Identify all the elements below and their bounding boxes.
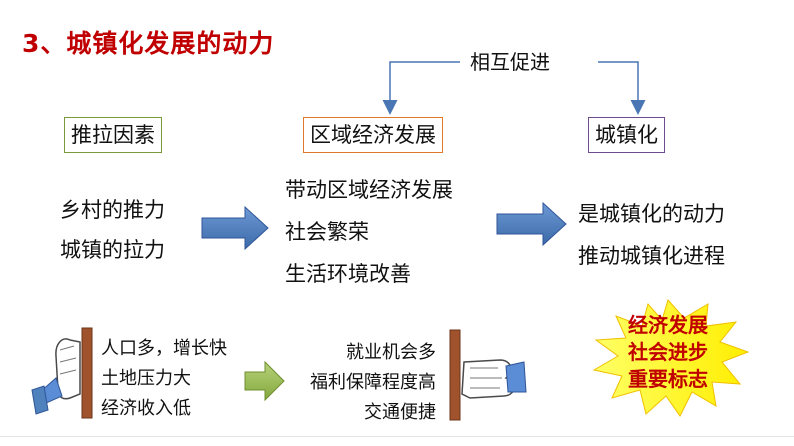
pull-factor-item: 交通便捷 xyxy=(364,402,436,423)
push-factor-item: 经济收入低 xyxy=(101,398,191,419)
push-factor-item: 土地压力大 xyxy=(101,368,191,389)
pulling-hand-icon xyxy=(449,329,527,421)
middle-effect-item: 社会繁荣 xyxy=(285,220,369,244)
mutual-promotion-connector xyxy=(382,61,646,115)
mutual-promotion-label: 相互促进 xyxy=(466,46,554,75)
bottom-divider xyxy=(0,436,794,437)
urban-pull-text: 城镇的拉力 xyxy=(60,238,165,262)
arrow-push-to-pull xyxy=(244,360,285,402)
badge-line: 经济发展 xyxy=(628,313,708,337)
middle-effect-item: 带动区域经济发展 xyxy=(285,178,453,202)
pull-factor-item: 就业机会多 xyxy=(346,342,436,363)
page-title: 3、城镇化发展的动力 xyxy=(22,29,275,58)
push-factor-item: 人口多，增长快 xyxy=(101,338,227,359)
connector-left-line xyxy=(382,61,460,115)
arrow-left-to-middle xyxy=(201,205,269,251)
urbanization-significance-badge: 经济发展 社会进步 重要标志 xyxy=(603,312,733,393)
right-effect-item: 是城镇化的动力 xyxy=(578,202,725,226)
pushing-hand-icon xyxy=(31,327,93,419)
badge-line: 社会进步 xyxy=(628,340,708,364)
urbanization-box: 城镇化 xyxy=(588,117,665,153)
arrow-middle-to-right xyxy=(496,201,567,247)
pull-factor-item: 福利保障程度高 xyxy=(310,372,436,393)
burst-badge-shape xyxy=(592,298,750,417)
push-pull-factors-box: 推拉因素 xyxy=(64,117,162,153)
connector-right-line xyxy=(598,61,646,115)
rural-push-text: 乡村的推力 xyxy=(60,198,165,222)
middle-effect-item: 生活环境改善 xyxy=(285,262,411,286)
badge-line: 重要标志 xyxy=(628,367,708,391)
right-effect-item: 推动城镇化进程 xyxy=(578,244,725,268)
regional-economy-box: 区域经济发展 xyxy=(303,117,443,153)
